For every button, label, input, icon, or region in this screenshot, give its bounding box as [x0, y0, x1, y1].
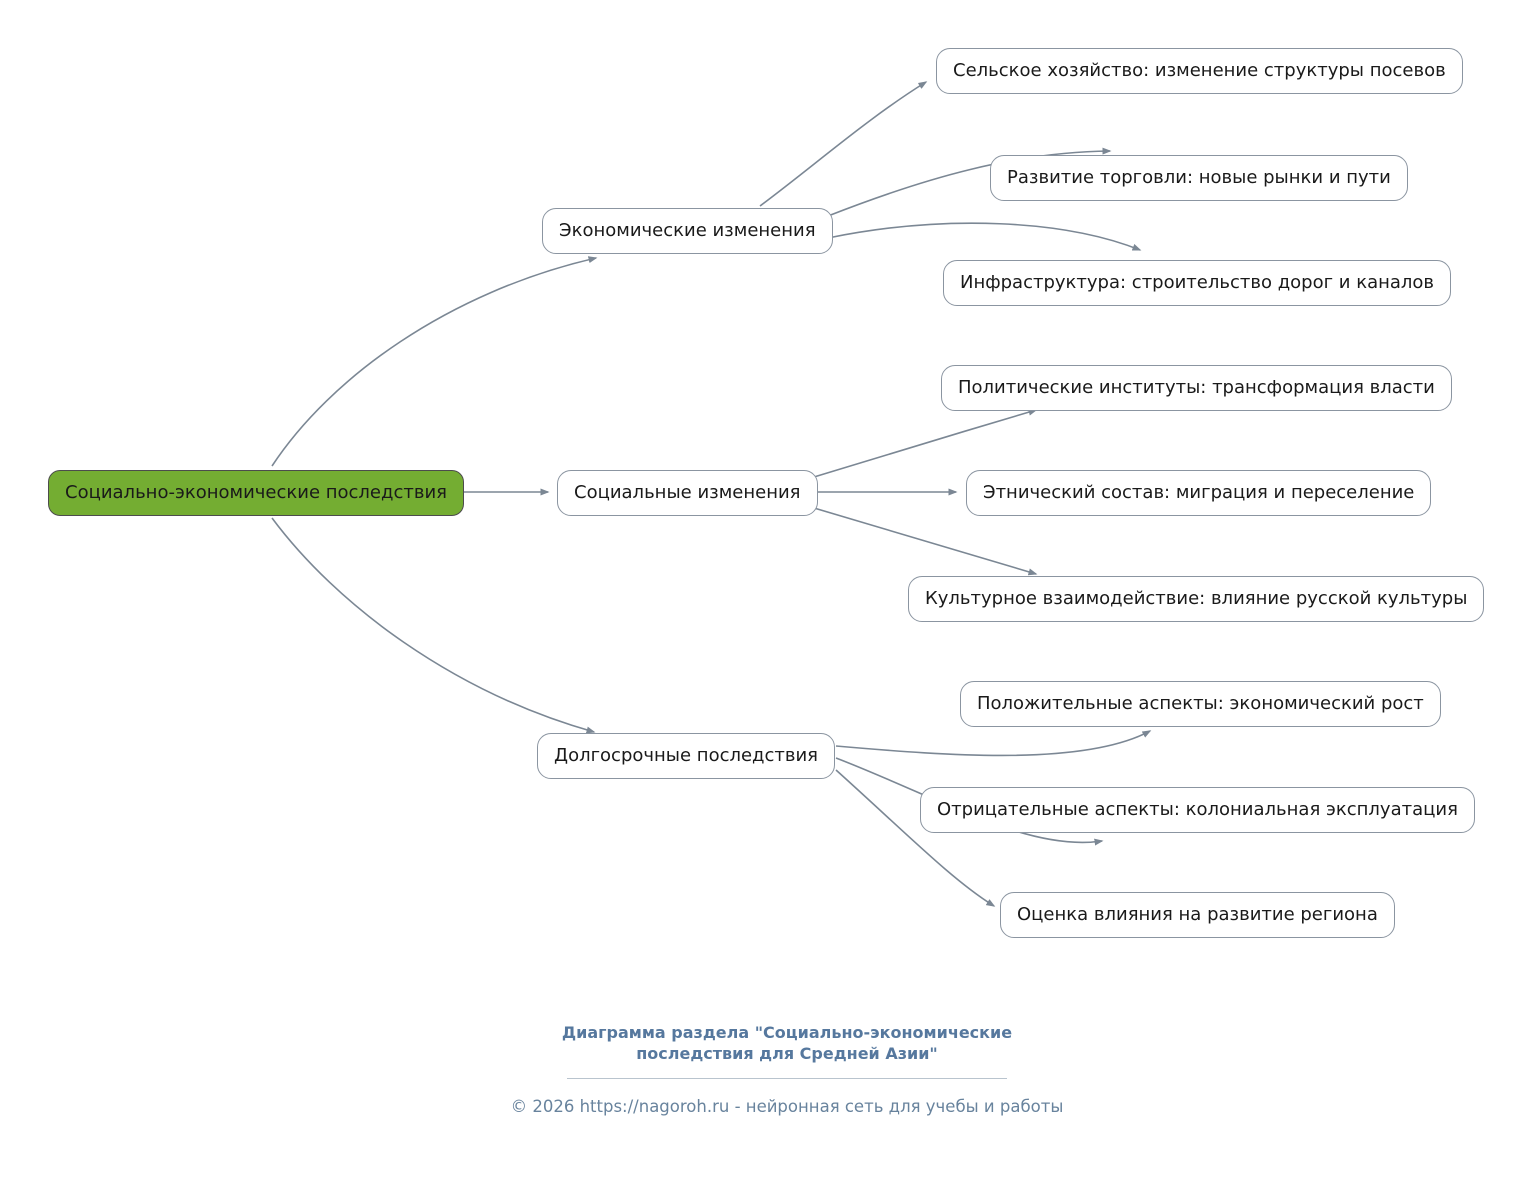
- leaf-node-cultural-interaction: Культурное взаимодействие: влияние русск…: [908, 576, 1485, 622]
- leaf-node-positive-aspects: Положительные аспекты: экономический рос…: [960, 681, 1441, 727]
- edge-social-cultural: [813, 507, 1038, 576]
- edge-longterm-positive: [835, 730, 1152, 757]
- caption-line-2: последствия для Средней Азии": [636, 1044, 938, 1063]
- branch-node-longterm-consequences: Долгосрочные последствия: [537, 733, 836, 779]
- branch-node-social-changes: Социальные изменения: [557, 470, 818, 516]
- edge-economic-infrastructure: [827, 222, 1142, 251]
- edge-economic-trade: [827, 147, 1112, 217]
- leaf-node-ethnic-composition: Этнический состав: миграция и переселени…: [966, 470, 1432, 516]
- leaf-node-impact-assessment: Оценка влияния на развитие региона: [1000, 892, 1395, 938]
- edge-root-economic: [271, 256, 598, 467]
- edge-root-longterm: [271, 517, 596, 734]
- edge-longterm-assessment: [835, 769, 996, 907]
- leaf-node-trade: Развитие торговли: новые рынки и пути: [990, 155, 1408, 201]
- footer-divider: [567, 1078, 1007, 1079]
- leaf-node-political-institutions: Политические институты: трансформация вл…: [941, 365, 1452, 411]
- leaf-node-infrastructure: Инфраструктура: строительство дорог и ка…: [943, 260, 1452, 306]
- branch-node-economic-changes: Экономические изменения: [542, 208, 833, 254]
- edge-social-political: [813, 408, 1038, 478]
- copyright-text: © 2026 https://nagoroh.ru - нейронная се…: [510, 1097, 1064, 1116]
- diagram-caption: Диаграмма раздела "Социально-экономическ…: [367, 1022, 1207, 1064]
- leaf-node-agriculture: Сельское хозяйство: изменение структуры …: [936, 48, 1463, 94]
- root-node-socioeconomic-consequences: Социально-экономические последствия: [48, 470, 464, 516]
- caption-line-1: Диаграмма раздела "Социально-экономическ…: [561, 1023, 1013, 1042]
- leaf-node-negative-aspects: Отрицательные аспекты: колониальная эксп…: [920, 787, 1475, 833]
- footer: Диаграмма раздела "Социально-экономическ…: [367, 1022, 1207, 1116]
- edge-economic-agriculture: [759, 81, 928, 207]
